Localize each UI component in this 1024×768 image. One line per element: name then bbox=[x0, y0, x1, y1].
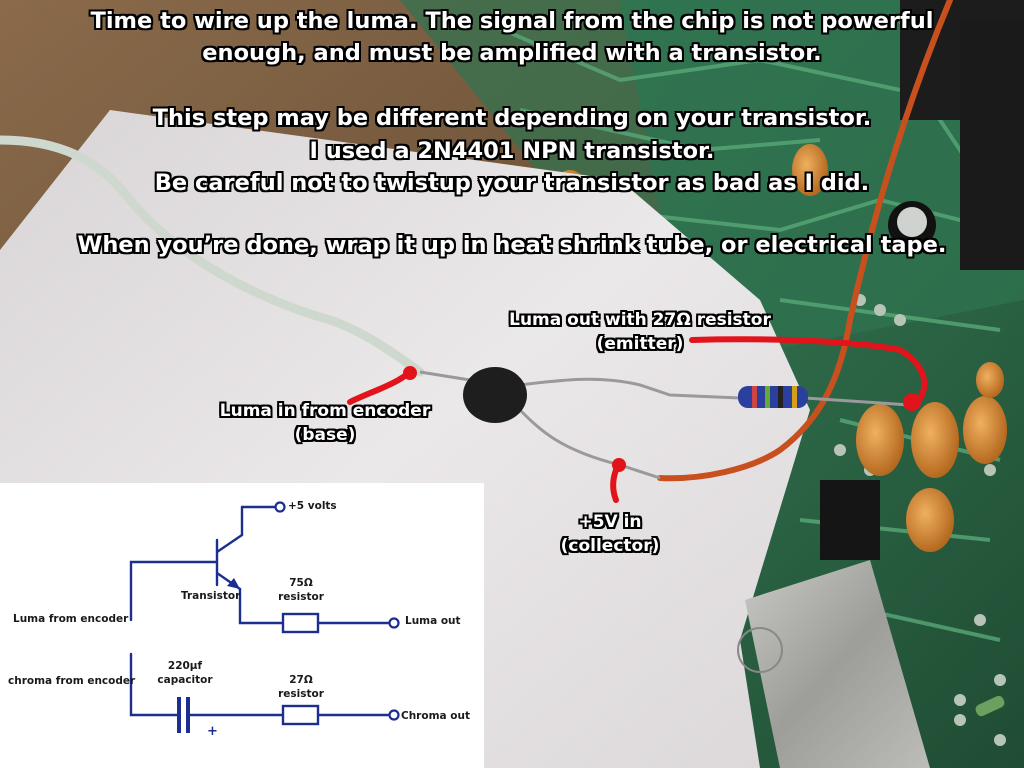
transistor-label: Transistor bbox=[181, 590, 241, 602]
caption-line-5: Be careful not to twistup your transisto… bbox=[154, 170, 870, 196]
metal-shield bbox=[745, 560, 930, 768]
luma-out-schematic-label: Luma out bbox=[405, 615, 461, 627]
caption-line-4: I used a 2N4401 NPN transistor. bbox=[309, 138, 715, 164]
supply-label: +5 volts bbox=[288, 500, 337, 512]
base-label: (base) bbox=[294, 425, 356, 445]
transistor bbox=[463, 367, 527, 423]
r27-resistor-label: resistor bbox=[278, 688, 324, 700]
capacitor-label: capacitor bbox=[157, 674, 213, 686]
luma-out-label: Luma out with 27Ω resistor bbox=[509, 310, 771, 330]
white-wire bbox=[0, 135, 425, 377]
orange-wire bbox=[657, 0, 953, 482]
resistor-27-ohm bbox=[738, 386, 808, 408]
schematic-lines bbox=[129, 501, 400, 733]
capacitor-polarity: + bbox=[207, 724, 218, 739]
paper-sheet bbox=[0, 110, 810, 768]
caption-line-6: When you’re done, wrap it up in heat shr… bbox=[77, 232, 947, 258]
luma-from-encoder-label: Luma from encoder bbox=[13, 613, 129, 625]
luma-in-label: Luma in from encoder bbox=[219, 401, 431, 421]
chroma-from-encoder-label: chroma from encoder bbox=[8, 675, 136, 687]
collector-label: (collector) bbox=[560, 536, 660, 556]
vin-label: +5V in bbox=[578, 512, 642, 532]
chroma-out-label: Chroma out bbox=[401, 710, 470, 722]
caption-line-3: This step may be different depending on … bbox=[152, 105, 872, 131]
emitter-label: (emitter) bbox=[596, 334, 684, 354]
r27-value: 27Ω bbox=[289, 674, 313, 686]
caption-line-1: Time to wire up the luma. The signal fro… bbox=[90, 8, 934, 34]
schematic-diagram: +5 volts Transistor 75Ω resistor Luma fr… bbox=[0, 483, 484, 768]
caption-line-2: enough, and must be amplified with a tra… bbox=[202, 40, 822, 66]
r75-resistor-label: resistor bbox=[278, 591, 324, 603]
capacitor-value: 220µf bbox=[167, 660, 203, 672]
r75-value: 75Ω bbox=[289, 577, 313, 589]
